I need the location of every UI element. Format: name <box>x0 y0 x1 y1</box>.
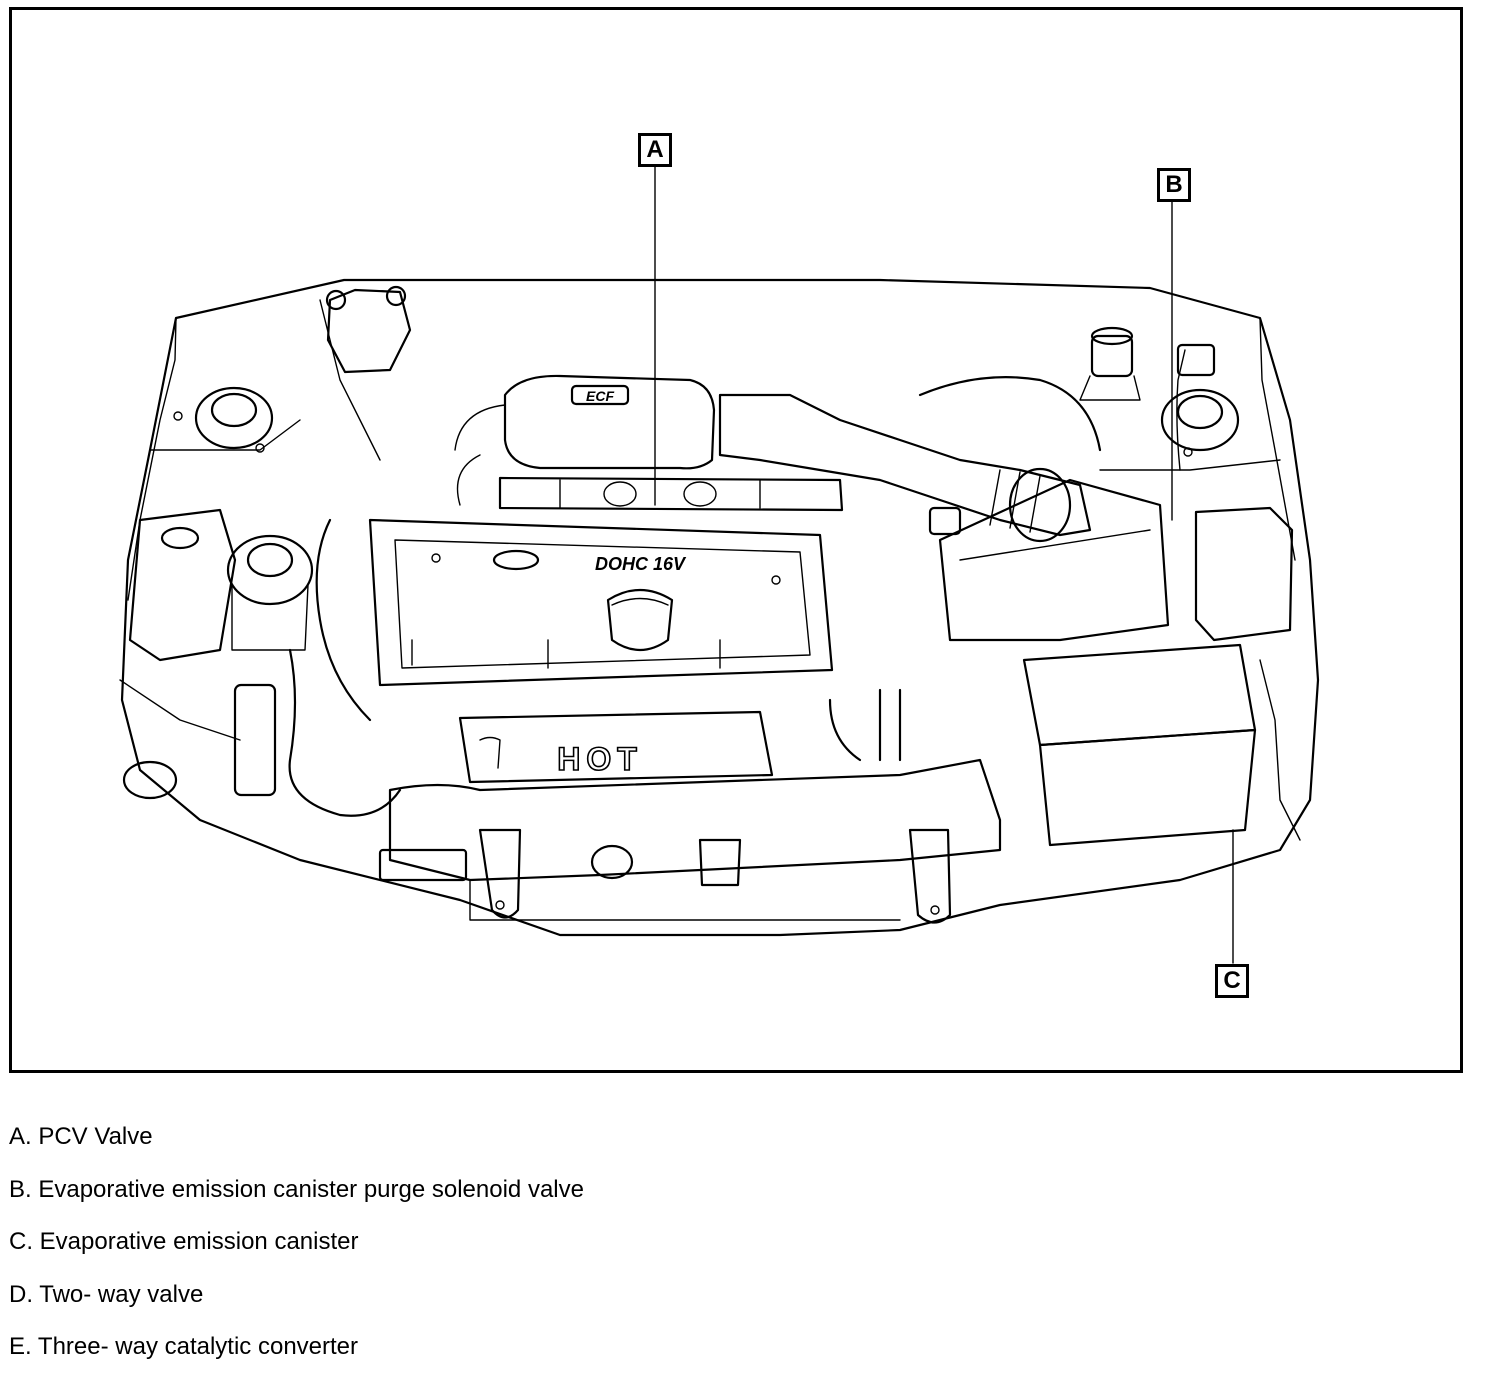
callout-label-c: C <box>1215 964 1249 998</box>
brake-booster <box>918 376 1102 452</box>
brake-fluid-reservoir <box>1079 326 1141 401</box>
legend-item-e: E. Three- way catalytic converter <box>9 1333 359 1360</box>
callout-label-b: B <box>1157 168 1191 202</box>
plenum-text: ECF <box>586 388 614 404</box>
callout-label-a: A <box>638 133 672 167</box>
fuse-box <box>1194 506 1294 642</box>
exhaust-heat-shield: HOT <box>458 710 774 784</box>
power-steering-reservoir <box>226 534 314 651</box>
pcv-valve-assembly <box>498 476 844 512</box>
legend: A. PCV Valve B. Evaporative emission can… <box>9 1124 584 1387</box>
ignition-coil-area <box>325 285 412 374</box>
evap-canister-body <box>1022 643 1257 847</box>
right-strut-tower <box>1160 388 1240 457</box>
legend-item-d: D. Two- way valve <box>9 1280 204 1308</box>
coolant-reservoir <box>128 508 237 662</box>
cam-cover: DOHC 16V <box>368 518 834 687</box>
legend-item-a: A. PCV Valve <box>9 1123 153 1150</box>
intake-plenum: ECF <box>454 374 716 506</box>
legend-item-c: C. Evaporative emission canister <box>9 1228 359 1255</box>
radiator-support <box>378 758 1002 924</box>
engine-bay-outline <box>120 278 1320 937</box>
left-strut-tower <box>173 386 274 453</box>
air-intake-hose <box>718 393 1092 543</box>
air-cleaner-box <box>938 478 1170 642</box>
heat-shield-text: HOT <box>557 741 643 777</box>
diagram-frame <box>9 7 1463 1073</box>
engine-cover-text: DOHC 16V <box>595 554 687 574</box>
legend-item-b: B. Evaporative emission canister purge s… <box>9 1175 584 1203</box>
engine-compartment-drawing: ECF DOHC 16V <box>119 165 1320 964</box>
heater-hose <box>288 648 402 817</box>
